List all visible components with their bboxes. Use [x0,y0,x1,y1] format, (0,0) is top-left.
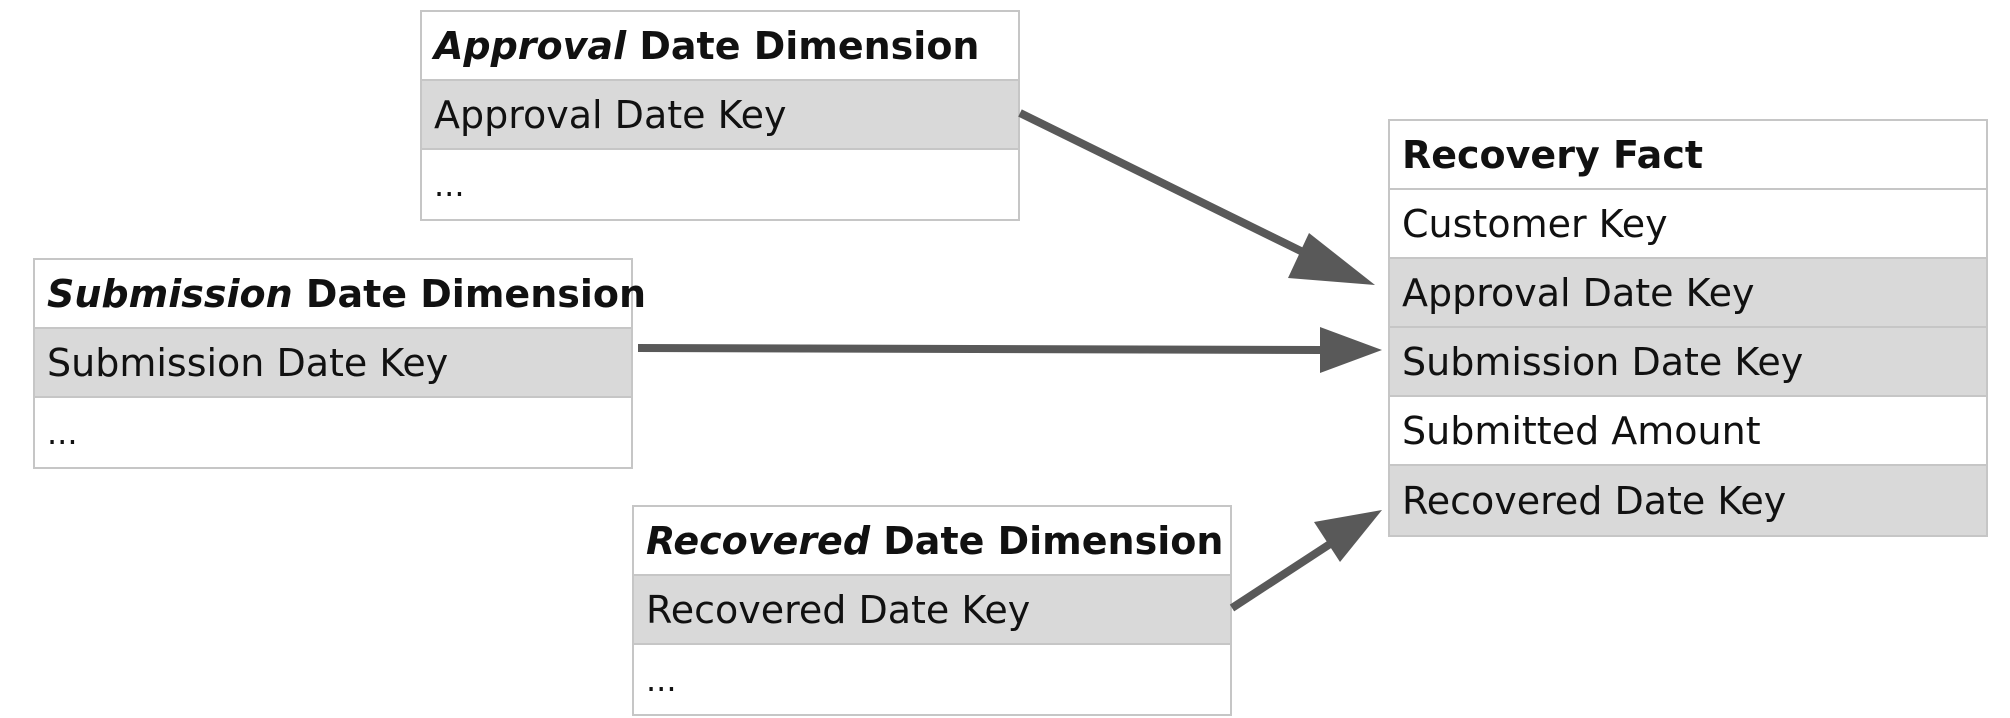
arrow-approval-to-fact [1018,109,1317,262]
submission-dim-title-em: Submission [47,271,293,316]
fact-row-submission-date-key: Submission Date Key [1390,328,1986,397]
recovered-date-dimension-table: Recovered Date Dimension Recovered Date … [632,505,1232,716]
recovered-dim-title-em: Recovered [646,518,871,563]
arrow-submission-to-fact [637,344,1321,354]
submission-dim-title-rest: Date Dimension [292,271,647,316]
recovered-dim-header: Recovered Date Dimension [634,507,1230,576]
approval-dim-key-row: Approval Date Key [422,81,1018,150]
submission-dim-ellipsis-row: ... [47,413,78,452]
fact-row-submitted-amount: Submitted Amount [1390,397,1986,466]
recovery-fact-table: Recovery Fact Customer Key Approval Date… [1388,119,1988,537]
submission-date-dimension-table: Submission Date Dimension Submission Dat… [33,258,646,469]
recovered-dim-ellipsis-row: ... [646,660,677,699]
recovery-fact-header: Recovery Fact [1390,121,1986,190]
arrowhead-recovered [1314,510,1382,562]
arrowhead-submission [1320,327,1382,373]
arrowhead-approval [1288,233,1375,285]
recovered-dim-title-rest: Date Dimension [870,518,1224,563]
arrow-recovered-to-fact [1229,540,1333,612]
fact-row-approval-date-key: Approval Date Key [1390,259,1986,328]
submission-dim-header: Submission Date Dimension [35,260,646,329]
approval-date-dimension-table: Approval Date Dimension Approval Date Ke… [420,10,1020,221]
submission-dim-key-row: Submission Date Key [35,329,631,398]
approval-dim-title-em: Approval [434,23,627,68]
fact-row-recovered-date-key: Recovered Date Key [1390,466,1986,535]
recovered-dim-key-row: Recovered Date Key [634,576,1230,645]
fact-row-customer-key: Customer Key [1390,190,1986,259]
approval-dim-header: Approval Date Dimension [422,12,1018,81]
approval-dim-ellipsis-row: ... [434,165,465,204]
approval-dim-title-rest: Date Dimension [626,23,980,68]
